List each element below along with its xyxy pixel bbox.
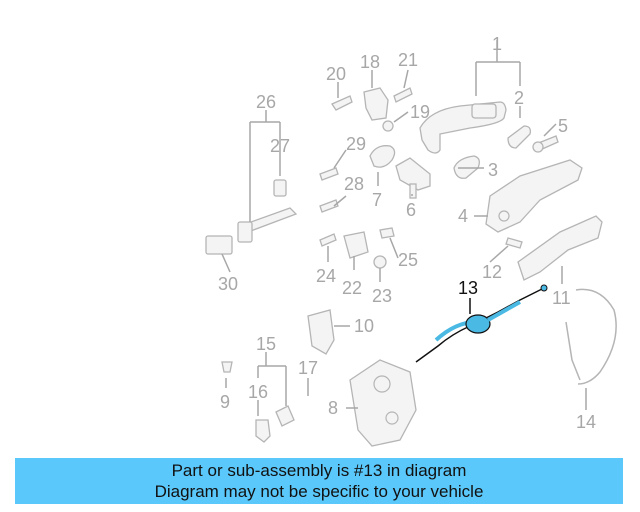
callout-15: 15 — [256, 334, 276, 354]
callout-13: 13 — [458, 278, 478, 298]
part-bolt-20[interactable] — [331, 95, 353, 111]
part-latch-hole-a — [373, 375, 391, 393]
callout-16: 16 — [248, 382, 268, 402]
banner-line-2: Diagram may not be specific to your vehi… — [154, 482, 484, 501]
part-handle-cover[interactable] — [507, 125, 532, 149]
callout-30: 30 — [218, 274, 238, 294]
callout-28: 28 — [344, 174, 364, 194]
part-plate-27[interactable] — [273, 179, 287, 197]
callout-7: 7 — [372, 190, 382, 210]
callout-5: 5 — [558, 116, 568, 136]
part-handle-base — [471, 103, 497, 119]
part-inner-handle[interactable] — [517, 215, 603, 281]
part-bezel[interactable] — [453, 155, 480, 179]
callout-3: 3 — [488, 160, 498, 180]
part-cylinder-rod — [409, 183, 417, 199]
callout-12: 12 — [482, 262, 502, 282]
callout-11: 11 — [552, 288, 571, 308]
callout-22: 22 — [342, 278, 362, 298]
callout-27: 27 — [270, 136, 290, 156]
callout-8: 8 — [328, 398, 338, 418]
part-shapes — [205, 87, 617, 447]
callout-14: 14 — [576, 412, 596, 432]
callout-24: 24 — [316, 266, 336, 286]
part-guide-18[interactable] — [363, 87, 389, 121]
part-bracket-22[interactable] — [343, 231, 369, 259]
cable-13-end — [540, 284, 548, 292]
part-bolt-29[interactable] — [319, 167, 339, 181]
part-cable-14-b — [565, 321, 581, 381]
part-lock-cylinder[interactable] — [395, 157, 431, 191]
callout-labels: 1 2 3 4 5 6 7 8 9 10 11 12 13 14 15 16 1… — [218, 34, 596, 432]
callout-26: 26 — [256, 92, 276, 112]
part-clip-17[interactable] — [275, 405, 295, 427]
callout-23: 23 — [372, 286, 392, 306]
callout-18: 18 — [360, 52, 380, 72]
callout-21: 21 — [398, 50, 418, 70]
part-bolt-21[interactable] — [393, 87, 413, 103]
part-latch-hole-b — [385, 411, 399, 425]
callout-25: 25 — [398, 250, 418, 270]
part-nut-19[interactable] — [382, 120, 394, 132]
part-frame-hole — [498, 210, 510, 222]
callout-29: 29 — [346, 134, 366, 154]
part-block-30[interactable] — [205, 235, 233, 255]
parts-diagram: 1 2 3 4 5 6 7 8 9 10 11 12 13 14 15 16 1… — [205, 34, 617, 447]
callout-9: 9 — [220, 392, 230, 412]
info-banner: Part or sub-assembly is #13 in diagram D… — [15, 458, 623, 504]
highlighted-part-13[interactable] — [415, 284, 548, 363]
part-bracket-10[interactable] — [307, 309, 335, 355]
cable-13-housing — [465, 314, 491, 334]
part-door-latch[interactable] — [349, 359, 417, 447]
part-bolt-25[interactable] — [379, 227, 395, 239]
cable-13-sheath-b — [487, 300, 521, 322]
part-gasket[interactable] — [369, 145, 396, 168]
part-screw-12[interactable] — [505, 237, 523, 249]
callout-4: 4 — [458, 206, 468, 226]
callout-1: 1 — [492, 34, 502, 54]
part-screw-5-head — [532, 141, 544, 153]
callout-10: 10 — [354, 316, 374, 336]
part-link-16[interactable] — [255, 419, 271, 443]
banner-line-1: Part or sub-assembly is #13 in diagram — [171, 461, 467, 480]
part-checker-block — [237, 221, 253, 243]
part-handle-frame[interactable] — [485, 159, 583, 233]
callout-6: 6 — [406, 200, 416, 220]
part-bolt-28[interactable] — [319, 199, 339, 213]
cable-13-line — [415, 287, 545, 363]
part-bolt-9[interactable] — [221, 361, 233, 373]
callout-20: 20 — [326, 64, 346, 84]
part-cable-14[interactable] — [575, 288, 617, 385]
part-bolt-24[interactable] — [319, 233, 337, 247]
callout-2: 2 — [514, 88, 524, 108]
callout-17: 17 — [298, 358, 318, 378]
leader-lines — [221, 40, 587, 416]
part-grommet-23[interactable] — [373, 255, 387, 269]
callout-19: 19 — [410, 102, 430, 122]
